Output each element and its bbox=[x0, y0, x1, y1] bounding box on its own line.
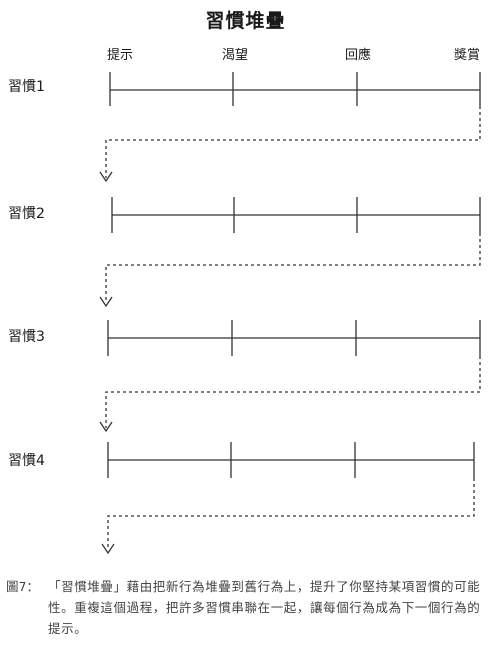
habit-2-loop-line bbox=[111, 197, 481, 233]
stage-label-craving: 渴望 bbox=[221, 48, 248, 63]
habit-stack-diagram bbox=[99, 72, 481, 555]
caption-text: 「習慣堆疊」藉由把新行為堆疊到舊行為上，提升了你堅持某項習慣的可能性。重複這個過… bbox=[48, 579, 481, 636]
row-label-habit-1: 習慣1 bbox=[8, 79, 45, 95]
connector-arrow-3 bbox=[99, 356, 481, 433]
connector-arrow-4 bbox=[101, 478, 475, 555]
connector-arrow-1 bbox=[99, 106, 481, 183]
habit-1-loop-line bbox=[109, 72, 481, 106]
habit-4-loop-line bbox=[107, 442, 475, 478]
figure-title: 習慣堆疊 bbox=[205, 10, 286, 32]
row-label-habit-3: 習慣3 bbox=[8, 329, 45, 345]
caption-number: 圖7： bbox=[6, 579, 39, 594]
stage-label-response: 回應 bbox=[344, 48, 371, 63]
stage-label-cue: 提示 bbox=[106, 48, 133, 63]
row-label-habit-2: 習慣2 bbox=[8, 206, 45, 222]
figure-caption: 圖7： 「習慣堆疊」藉由把新行為堆疊到舊行為上，提升了你堅持某項習慣的可能性。重複… bbox=[6, 576, 486, 639]
stage-label-reward: 獎賞 bbox=[453, 48, 480, 63]
habit-3-loop-line bbox=[107, 320, 481, 356]
connector-arrow-2 bbox=[99, 233, 481, 308]
row-label-habit-4: 習慣4 bbox=[8, 453, 45, 469]
